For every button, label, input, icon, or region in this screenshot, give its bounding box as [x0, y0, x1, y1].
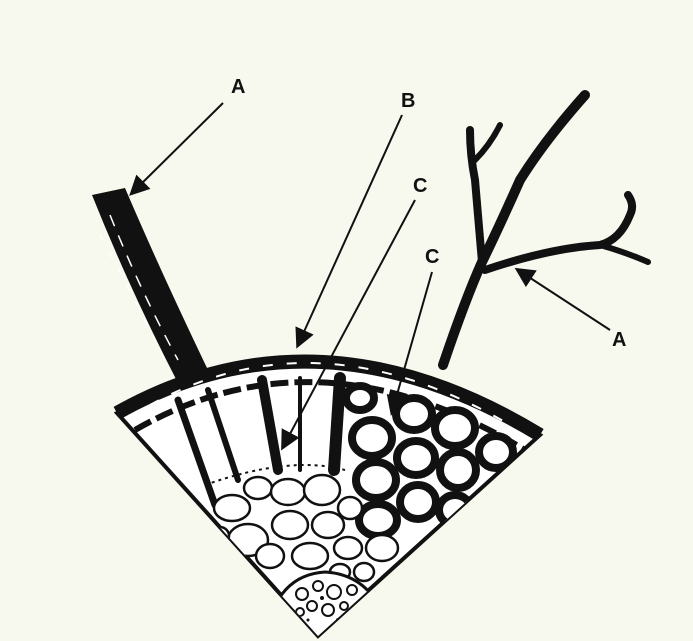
leader-a-right: [518, 270, 610, 330]
leader-b: [298, 115, 402, 345]
label-c-right: C: [425, 246, 439, 268]
hyphal-strand-right: [443, 95, 648, 365]
mycelial-strand-left: [92, 188, 208, 383]
label-a-top-left: A: [231, 76, 245, 98]
leader-a-top-left: [132, 103, 223, 193]
label-b: B: [401, 90, 415, 112]
root-section-wedge: [117, 362, 540, 640]
label-a-right: A: [612, 329, 626, 351]
label-c-left: C: [413, 175, 427, 197]
